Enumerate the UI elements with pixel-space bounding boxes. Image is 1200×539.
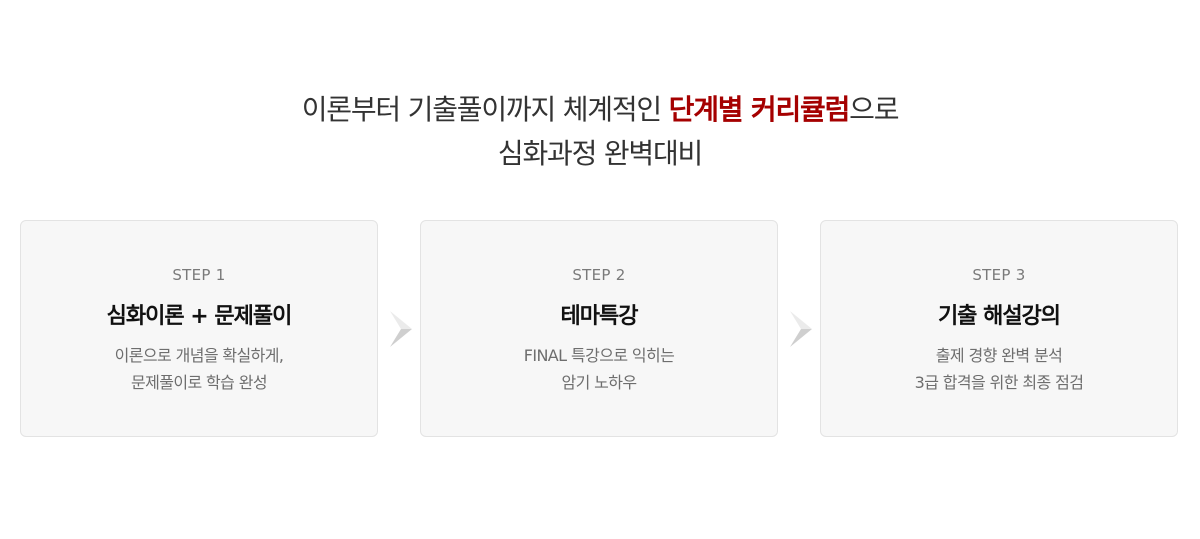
chevron-right-icon	[790, 311, 812, 347]
chevron-right-icon	[390, 311, 412, 347]
headline-text-before: 이론부터 기출풀이까지 체계적인	[301, 93, 669, 126]
step-description-line: 3급 합격을 위한 최종 점검	[914, 373, 1084, 392]
step-description-line: 이론으로 개념을 확실하게,	[114, 346, 284, 365]
step-description-line: 출제 경향 완벽 분석	[935, 346, 1063, 365]
headline-text-after: 으로	[849, 93, 899, 126]
step-description-line: 문제풀이로 학습 완성	[130, 373, 268, 392]
step-description-line: 암기 노하우	[561, 373, 637, 392]
headline-line-2: 심화과정 완벽대비	[497, 137, 703, 170]
step-description: 이론으로 개념을 확실하게, 문제풀이로 학습 완성	[21, 342, 377, 396]
step-title: 기출 해설강의	[937, 304, 1061, 329]
step-title: 테마특강	[560, 304, 639, 329]
headline-highlight: 단계별 커리큘럼	[668, 93, 851, 126]
headline-line-1: 이론부터 기출풀이까지 체계적인 단계별 커리큘럼으로	[0, 88, 1200, 132]
step-description: FINAL 특강으로 익히는 암기 노하우	[421, 342, 777, 396]
step-description: 출제 경향 완벽 분석 3급 합격을 위한 최종 점검	[821, 342, 1177, 396]
step-description-line: FINAL 특강으로 익히는	[523, 346, 675, 365]
step-card-1: STEP 1 심화이론 + 문제풀이 이론으로 개념을 확실하게, 문제풀이로 …	[20, 220, 378, 437]
step-label: STEP 2	[572, 266, 626, 284]
headline: 이론부터 기출풀이까지 체계적인 단계별 커리큘럼으로 심화과정 완벽대비	[0, 88, 1200, 176]
step-label: STEP 3	[972, 266, 1026, 284]
step-card-3: STEP 3 기출 해설강의 출제 경향 완벽 분석 3급 합격을 위한 최종 …	[820, 220, 1178, 437]
curriculum-steps: STEP 1 심화이론 + 문제풀이 이론으로 개념을 확실하게, 문제풀이로 …	[20, 220, 1180, 439]
step-title: 심화이론 + 문제풀이	[106, 304, 293, 329]
step-label: STEP 1	[172, 266, 226, 284]
step-card-2: STEP 2 테마특강 FINAL 특강으로 익히는 암기 노하우	[420, 220, 778, 437]
